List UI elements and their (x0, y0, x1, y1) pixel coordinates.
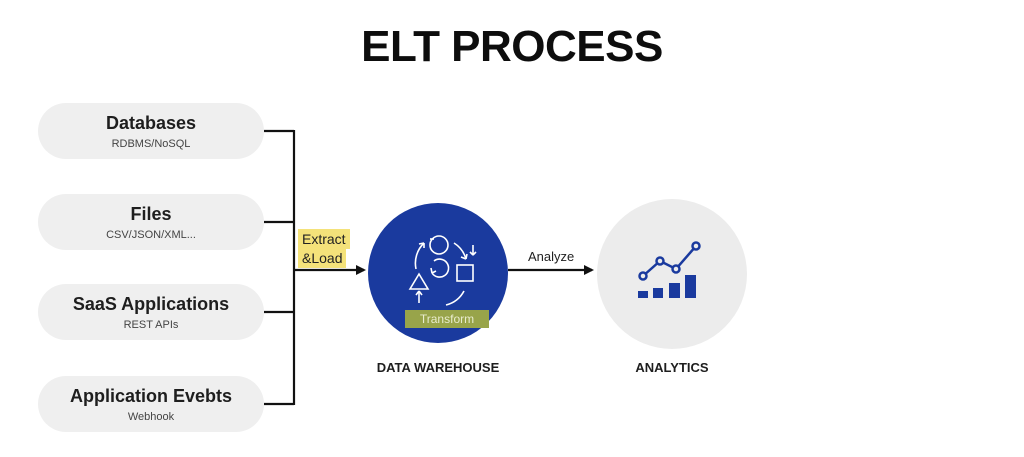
data-warehouse-label: DATA WAREHOUSE (376, 360, 500, 375)
trend-point (671, 264, 681, 274)
load-label: &Load (298, 248, 347, 268)
chart-bar (669, 283, 680, 298)
source-name: Application Evebts (69, 386, 233, 406)
chart-icon (638, 241, 701, 298)
chart-bar (638, 291, 648, 298)
source-application-events: Application Evebts Webhook (38, 376, 264, 432)
source-files: Files CSV/JSON/XML... (38, 194, 264, 250)
trend-point (655, 256, 665, 266)
source-name: Files (130, 204, 172, 224)
analytics-label: ANALYTICS (635, 360, 709, 375)
transform-label: Transform (405, 310, 489, 328)
source-subtitle: Webhook (127, 411, 175, 423)
source-saas-applications: SaaS Applications REST APIs (38, 284, 264, 340)
chart-bar (653, 288, 663, 298)
source-name: Databases (105, 113, 197, 133)
extract-label: Extract (298, 229, 350, 249)
transform-cycle-icon (408, 235, 477, 306)
source-subtitle: RDBMS/NoSQL (111, 138, 191, 150)
analytics-circle (597, 199, 747, 349)
source-databases: Databases RDBMS/NoSQL (38, 103, 264, 159)
trend-point (691, 241, 701, 251)
source-name: SaaS Applications (72, 294, 230, 314)
page-title: ELT PROCESS (361, 22, 663, 71)
source-subtitle: REST APIs (123, 319, 179, 331)
trend-point (638, 271, 648, 281)
source-subtitle: CSV/JSON/XML... (106, 229, 196, 241)
trend-line (642, 245, 697, 277)
chart-bar (685, 275, 696, 298)
analyze-label: Analyze (528, 249, 575, 264)
